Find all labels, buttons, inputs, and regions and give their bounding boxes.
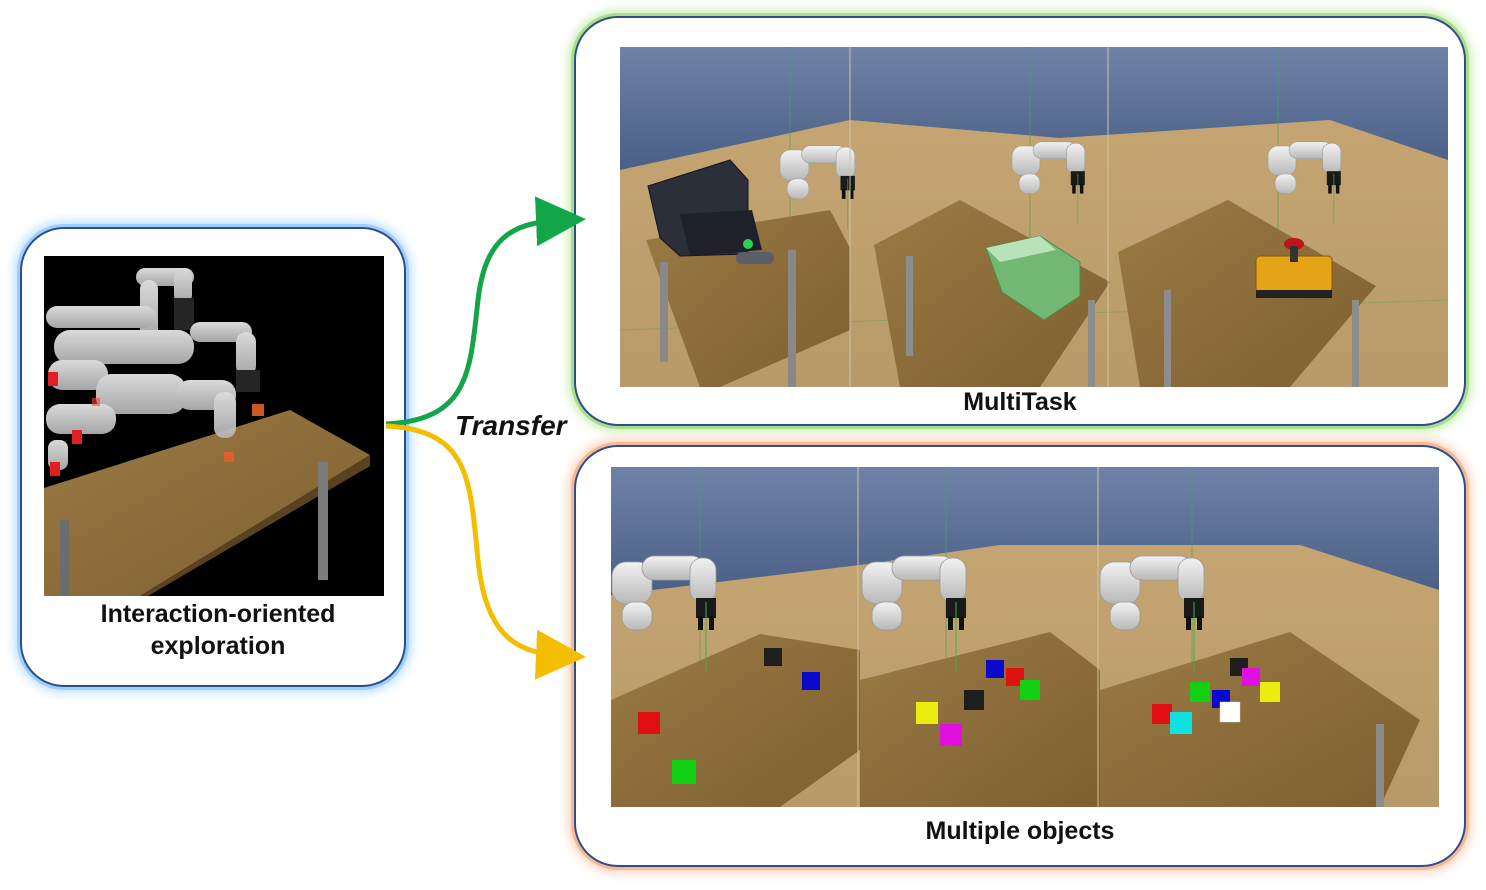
multiple-objects-images	[611, 467, 1439, 807]
exploration-caption: Interaction-oriented exploration	[40, 598, 396, 662]
exploration-caption-line2: exploration	[150, 632, 286, 660]
multitask-images	[619, 47, 1449, 387]
exploration-image	[44, 256, 384, 596]
transfer-arrow-multiple-objects	[385, 423, 586, 680]
transfer-label: Transfer	[455, 410, 567, 441]
multiple-objects-caption: Multiple objects	[925, 817, 1115, 845]
multitask-caption: MultiTask	[963, 388, 1077, 416]
exploration-caption-line1: Interaction-oriented	[100, 600, 336, 628]
transfer-arrow-multitask	[385, 196, 586, 427]
